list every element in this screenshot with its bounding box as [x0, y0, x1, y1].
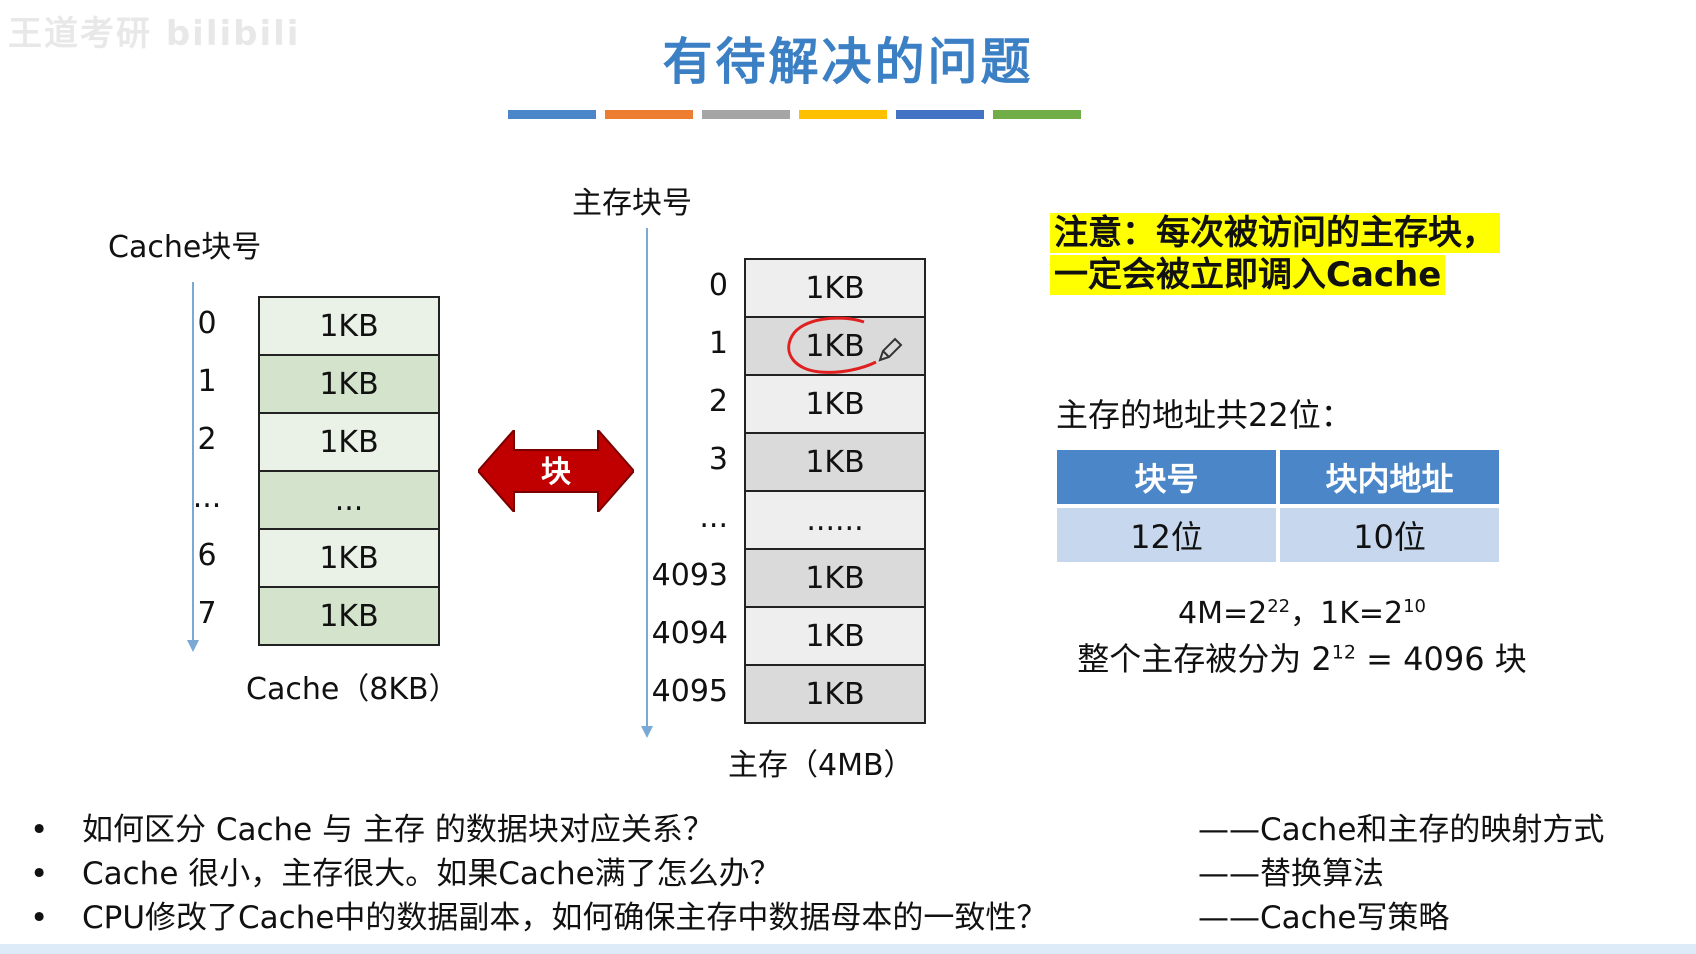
bullet: • [30, 856, 49, 892]
question-item: • CPU修改了Cache中的数据副本，如何确保主存中数据母本的一致性？ [30, 896, 1047, 940]
note-line-2: 一定会被立即调入Cache [1050, 255, 1446, 295]
question-text: 如何区分 Cache 与 主存 的数据块对应关系？ [82, 812, 714, 848]
division-exponent: 12 [1331, 641, 1356, 664]
memory-block-index: 2 [708, 384, 728, 419]
memory-block-index: ... [699, 500, 728, 535]
address-heading: 主存的地址共22位： [1056, 396, 1353, 434]
title-color-bar [993, 110, 1081, 119]
division-text-1: 整个主存被分为 2 [1077, 640, 1332, 678]
cache-block: ... [258, 470, 440, 530]
cache-block-number-label: Cache块号 [108, 230, 262, 265]
attention-note: 注意：每次被访问的主存块， 一定会被立即调入Cache [1050, 212, 1500, 296]
memory-block: 1KB [744, 374, 926, 434]
formula-text-1: 4M=2 [1178, 596, 1268, 631]
memory-block-index: 4095 [651, 674, 728, 709]
question-text: Cache 很小，主存很大。如果Cache满了怎么办？ [82, 856, 781, 892]
watermark: 王道考研 bilibili [8, 14, 301, 54]
question-text: CPU修改了Cache中的数据副本，如何确保主存中数据母本的一致性？ [82, 900, 1048, 936]
answer-list: ——Cache和主存的映射方式 ——替换算法 ——Cache写策略 [1198, 808, 1604, 940]
formula-exponent-2: 10 [1403, 596, 1426, 617]
memory-block: 1KB [744, 664, 926, 724]
memory-block-index: 3 [708, 442, 728, 477]
title-color-bar [702, 110, 790, 119]
cache-block: 1KB [258, 296, 440, 356]
answer-item: ——替换算法 [1198, 856, 1384, 892]
memory-block-index: 4094 [651, 616, 728, 651]
block-number-bits: 12位 [1057, 508, 1276, 562]
cache-axis-arrow-icon [187, 640, 199, 652]
question-list: • 如何区分 Cache 与 主存 的数据块对应关系？ • Cache 很小，主存很… [30, 808, 1047, 940]
bullet: • [30, 812, 49, 848]
block-arrow-label: 块 [541, 455, 571, 490]
answer-item: ——Cache写策略 [1198, 900, 1450, 936]
handwritten-circle-annotation [787, 316, 877, 374]
note-line-1: 注意：每次被访问的主存块， [1050, 213, 1500, 253]
memory-block: 1KB [744, 548, 926, 608]
bullet: • [30, 900, 49, 936]
slide-title: 有待解决的问题 [662, 33, 1034, 91]
block-number-header: 块号 [1057, 450, 1276, 504]
memory-block: 1KB [744, 258, 926, 318]
memory-block-number-label: 主存块号 [572, 186, 692, 221]
cache-block: 1KB [258, 586, 440, 646]
cache-caption: Cache（8KB） [246, 672, 459, 707]
cache-block-index: 2 [197, 422, 217, 457]
cache-block: 1KB [258, 412, 440, 472]
cache-block: 1KB [258, 354, 440, 414]
memory-block-index: 4093 [651, 558, 728, 593]
question-item: • Cache 很小，主存很大。如果Cache满了怎么办？ [30, 852, 1047, 896]
cache-block-index: ... [192, 480, 222, 515]
cache-block-index: 6 [197, 538, 217, 573]
title-color-bar [508, 110, 596, 119]
memory-block: ...... [744, 490, 926, 550]
size-formula: 4M=222，1K=210 [1053, 588, 1551, 632]
memory-axis-arrow-icon [641, 726, 653, 738]
pencil-icon[interactable] [876, 336, 904, 364]
answer-item: ——Cache和主存的映射方式 [1198, 812, 1605, 848]
formula-exponent-1: 22 [1267, 596, 1291, 617]
block-transfer-double-arrow-icon: 块 [478, 430, 634, 512]
memory-division-statement: 整个主存被分为 212 = 4096 块 [1053, 634, 1551, 680]
cache-block-index: 7 [197, 596, 217, 631]
formula-text-2: ，1K=2 [1290, 596, 1404, 631]
division-text-2: = 4096 块 [1355, 640, 1527, 678]
in-block-address-bits: 10位 [1280, 508, 1499, 562]
in-block-address-header: 块内地址 [1280, 450, 1499, 504]
memory-block: 1KB [744, 606, 926, 666]
memory-index-axis [646, 228, 648, 726]
memory-block: 1KB [744, 432, 926, 492]
title-color-bar [799, 110, 887, 119]
memory-block-index: 0 [708, 268, 728, 303]
question-item: • 如何区分 Cache 与 主存 的数据块对应关系？ [30, 808, 1047, 852]
memory-caption: 主存（4MB） [728, 748, 914, 783]
cache-block: 1KB [258, 528, 440, 588]
cache-block-index: 0 [197, 306, 217, 341]
title-color-bar [605, 110, 693, 119]
address-format-table: 块号 块内地址 12位 10位 [1053, 446, 1503, 566]
cache-block-index: 1 [197, 364, 217, 399]
title-color-bar [896, 110, 984, 119]
cache-index-axis [192, 282, 194, 640]
memory-block-index: 1 [708, 326, 728, 361]
bottom-decoration-strip [0, 944, 1696, 954]
